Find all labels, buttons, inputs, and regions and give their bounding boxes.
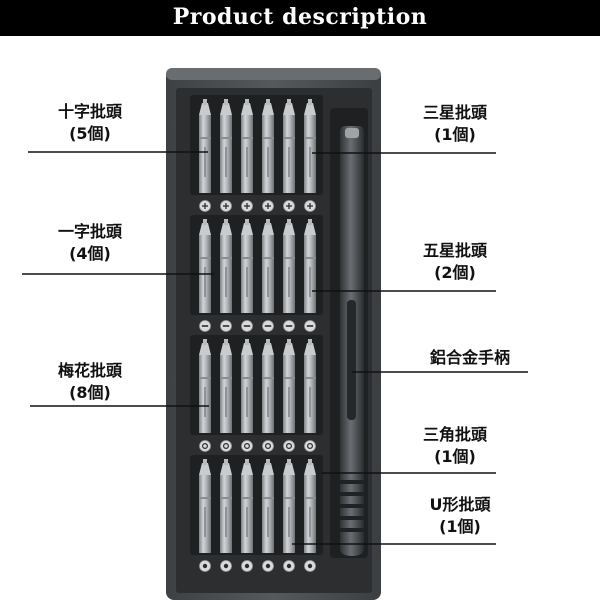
screwdriver-bit-icon <box>199 339 211 433</box>
screwdriver-bit-icon <box>199 219 211 313</box>
label-pentalobe-count: (2個) <box>434 263 476 282</box>
label-triangle: 三角批頭 (1個) <box>405 424 505 468</box>
label-triangle-count: (1個) <box>434 447 476 466</box>
screwdriver-bit-icon <box>262 339 274 433</box>
tip-symbol-icon <box>262 320 274 332</box>
tip-symbol-icon <box>220 200 232 212</box>
tip-symbol-icon <box>262 560 274 572</box>
label-torx-count: (8個) <box>69 383 111 402</box>
screwdriver-bit-icon <box>241 219 253 313</box>
tip-symbol-icon <box>241 320 253 332</box>
screwdriver-bit-icon <box>262 459 274 553</box>
label-torx-name: 梅花批頭 <box>57 361 122 380</box>
tip-symbol-icon <box>220 560 232 572</box>
label-phillips-name: 十字批頭 <box>57 102 122 121</box>
tip-symbol-icon <box>304 200 316 212</box>
header-title: Product description <box>172 4 428 30</box>
label-pentalobe: 五星批頭 (2個) <box>405 240 505 284</box>
bits-layer <box>199 99 316 553</box>
tip-symbol-icon <box>241 440 253 452</box>
screwdriver-bit-icon <box>304 219 316 313</box>
tip-symbol-icon <box>241 200 253 212</box>
screwdriver-bit-icon <box>220 339 232 433</box>
tip-symbol-icon <box>262 200 274 212</box>
tip-symbols-layer <box>199 200 316 572</box>
screwdriver-bit-icon <box>220 99 232 193</box>
label-tri-wing-name: 三星批頭 <box>422 103 487 122</box>
label-triangle-name: 三角批頭 <box>422 425 487 444</box>
screwdriver-bit-icon <box>283 459 295 553</box>
screwdriver-bit-icon <box>304 459 316 553</box>
screwdriver-bit-icon <box>220 459 232 553</box>
tip-symbol-icon <box>199 320 211 332</box>
tip-symbol-icon <box>262 440 274 452</box>
label-tri-wing: 三星批頭 (1個) <box>405 102 505 146</box>
tip-symbol-icon <box>283 320 295 332</box>
label-torx: 梅花批頭 (8個) <box>40 360 140 404</box>
header-bar: Product description <box>0 0 600 36</box>
screwdriver-bit-icon <box>241 339 253 433</box>
screwdriver-bit-icon <box>241 99 253 193</box>
tip-symbol-icon <box>283 440 295 452</box>
tip-symbol-icon <box>220 320 232 332</box>
label-slotted: 一字批頭 (4個) <box>40 221 140 265</box>
screwdriver-bit-icon <box>283 219 295 313</box>
label-slotted-name: 一字批頭 <box>57 222 122 241</box>
tip-symbol-icon <box>199 560 211 572</box>
tip-symbol-icon <box>241 560 253 572</box>
tip-symbol-icon <box>304 440 316 452</box>
label-u-type-name: U形批頭 <box>429 495 491 514</box>
screwdriver-bit-icon <box>283 99 295 193</box>
label-handle-name: 鋁合金手柄 <box>429 348 510 367</box>
screwdriver-bit-icon <box>304 99 316 193</box>
screwdriver-bit-icon <box>283 339 295 433</box>
screwdriver-bit-icon <box>241 459 253 553</box>
tip-symbol-icon <box>199 200 211 212</box>
label-pentalobe-name: 五星批頭 <box>422 241 487 260</box>
label-phillips-count: (5個) <box>69 124 111 143</box>
screwdriver-bit-icon <box>220 219 232 313</box>
case-lid-edge <box>166 68 381 80</box>
aluminum-handle <box>340 126 364 556</box>
screwdriver-bit-icon <box>262 99 274 193</box>
product-illustration <box>22 68 528 600</box>
screwdriver-bit-icon <box>199 459 211 553</box>
tip-symbol-icon <box>304 320 316 332</box>
label-slotted-count: (4個) <box>69 244 111 263</box>
screwdriver-bit-icon <box>199 99 211 193</box>
screwdriver-bit-icon <box>304 339 316 433</box>
label-u-type-count: (1個) <box>439 517 481 536</box>
label-handle: 鋁合金手柄 <box>400 347 540 369</box>
tip-symbol-icon <box>283 560 295 572</box>
tip-symbol-icon <box>199 440 211 452</box>
tip-symbol-icon <box>283 200 295 212</box>
tip-symbol-icon <box>304 560 316 572</box>
label-u-type: U形批頭 (1個) <box>410 494 510 538</box>
label-tri-wing-count: (1個) <box>434 125 476 144</box>
tip-symbol-icon <box>220 440 232 452</box>
screwdriver-bit-icon <box>262 219 274 313</box>
label-phillips: 十字批頭 (5個) <box>40 101 140 145</box>
